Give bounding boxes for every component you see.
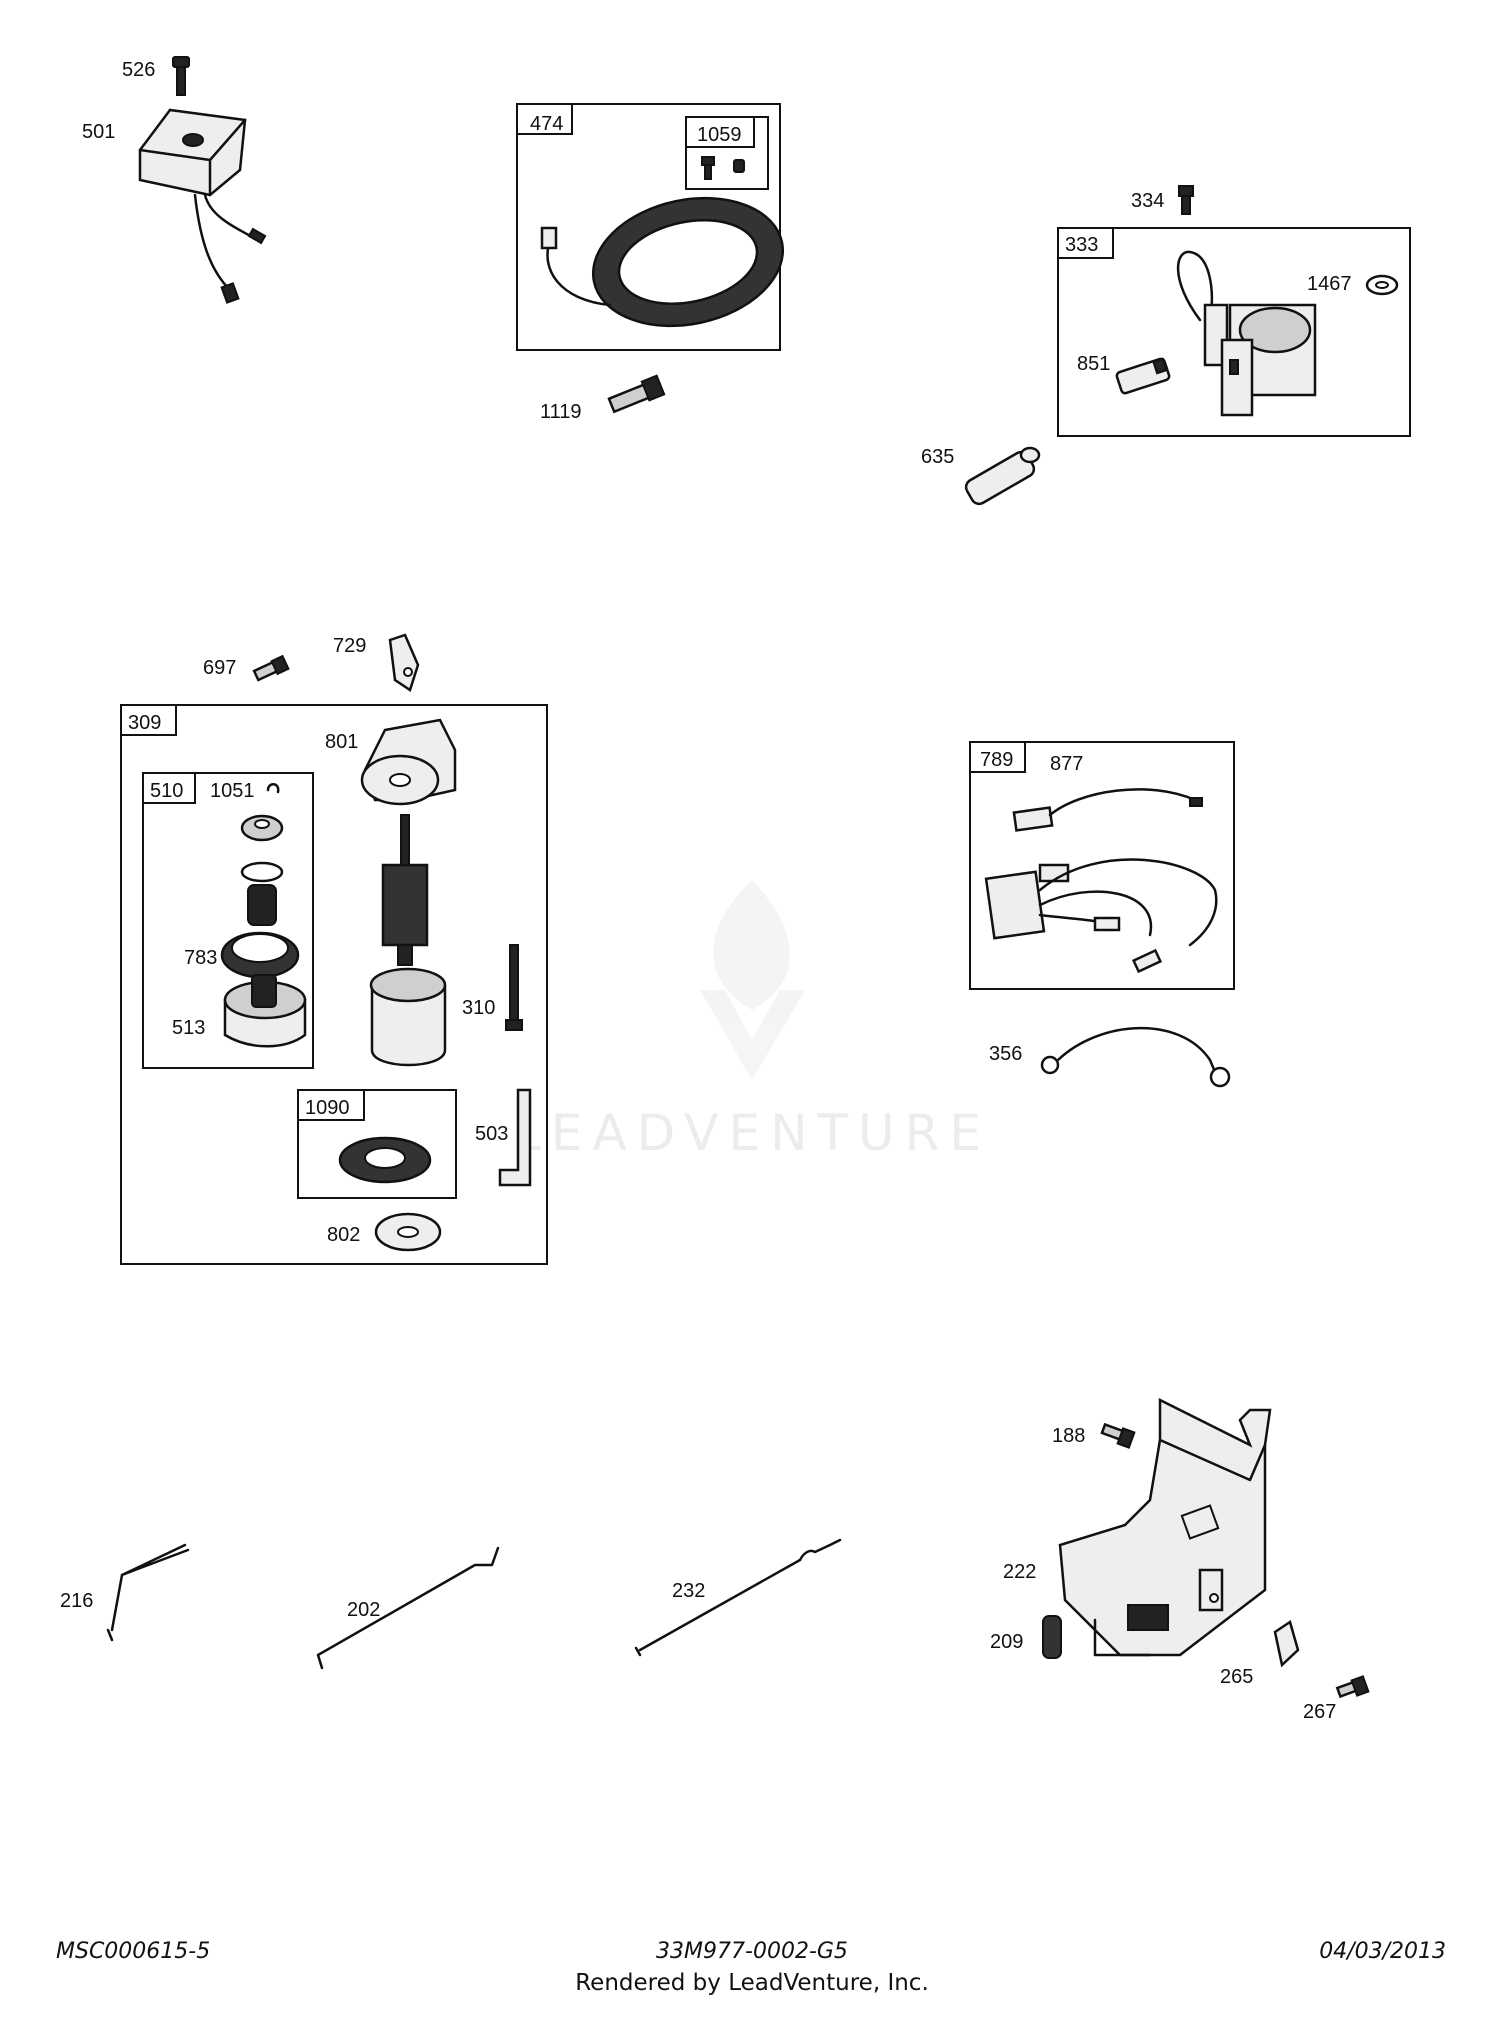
label-513: 513 <box>172 1017 205 1039</box>
label-356: 356 <box>989 1043 1022 1065</box>
footer-left: MSC000615-5 <box>56 1939 210 1964</box>
part-334-screw[interactable] <box>1178 185 1194 215</box>
part-267-screw[interactable] <box>1335 1675 1370 1699</box>
part-216-link[interactable] <box>106 1543 190 1642</box>
part-729-bracket[interactable] <box>388 633 420 692</box>
label-209: 209 <box>990 1631 1023 1653</box>
box-1090 <box>297 1089 457 1199</box>
watermark-text: LEADVENTURE <box>513 1104 991 1162</box>
label-265: 265 <box>1220 1666 1253 1688</box>
label-334: 334 <box>1131 190 1164 212</box>
label-501: 501 <box>82 121 115 143</box>
label-1119: 1119 <box>540 401 582 423</box>
label-510: 510 <box>150 780 183 802</box>
part-851-terminal[interactable] <box>1115 357 1171 395</box>
label-1090: 1090 <box>305 1097 350 1119</box>
label-729: 729 <box>333 635 366 657</box>
box-309-tag <box>120 704 177 736</box>
part-783-pinion-gear[interactable] <box>220 931 300 979</box>
part-501-regulator[interactable] <box>138 108 267 304</box>
part-801-end-cap[interactable] <box>360 718 457 806</box>
label-802: 802 <box>327 1224 360 1246</box>
part-474-stator[interactable] <box>540 181 795 342</box>
part-starter-housing[interactable] <box>369 967 447 1067</box>
watermark-logo <box>700 880 805 1080</box>
part-1051-clip[interactable] <box>266 783 280 794</box>
part-789-harness[interactable] <box>984 858 1218 974</box>
part-356-ground-wire[interactable] <box>1040 1026 1231 1088</box>
part-333-ignition-coil[interactable] <box>1176 250 1317 417</box>
label-635: 635 <box>921 446 954 468</box>
part-1090-brush-assembly[interactable] <box>338 1136 432 1184</box>
part-513-drive-housing[interactable] <box>223 974 307 1048</box>
part-877-wire[interactable] <box>1012 788 1203 832</box>
label-309: 309 <box>128 712 161 734</box>
label-216: 216 <box>60 1590 93 1612</box>
part-1467-washer[interactable] <box>1365 274 1399 296</box>
part-188-screw[interactable] <box>1100 1422 1136 1449</box>
box-474 <box>516 103 781 351</box>
label-851: 851 <box>1077 353 1110 375</box>
box-309 <box>120 704 548 1265</box>
label-1467: 1467 <box>1307 273 1352 295</box>
box-1059-tag <box>685 116 755 148</box>
label-503: 503 <box>475 1123 508 1145</box>
label-789: 789 <box>980 749 1013 771</box>
box-474-tag <box>516 103 573 135</box>
part-526-bolt[interactable] <box>172 56 190 96</box>
part-635-spark-boot[interactable] <box>963 446 1041 507</box>
part-1119-bolt[interactable] <box>607 374 666 414</box>
part-202-rod[interactable] <box>316 1546 500 1670</box>
part-802-plate[interactable] <box>374 1212 442 1252</box>
label-1051: 1051 <box>210 780 255 802</box>
part-222-control-bracket[interactable] <box>1058 1397 1272 1657</box>
label-222: 222 <box>1003 1561 1036 1583</box>
box-333-tag <box>1057 227 1114 259</box>
box-1090-tag <box>297 1089 365 1121</box>
label-188: 188 <box>1052 1425 1085 1447</box>
box-789-tag <box>969 741 1026 773</box>
footer-rendered: Rendered by LeadVenture, Inc. <box>575 1970 929 1996</box>
label-783: 783 <box>184 947 217 969</box>
label-232: 232 <box>672 1580 705 1602</box>
label-267: 267 <box>1303 1701 1336 1723</box>
label-310: 310 <box>462 997 495 1019</box>
box-333 <box>1057 227 1411 437</box>
part-503-wire[interactable] <box>498 1088 532 1187</box>
label-877: 877 <box>1050 753 1083 775</box>
part-209-spring[interactable] <box>1042 1615 1062 1659</box>
label-474: 474 <box>530 113 563 135</box>
part-1059-hardware[interactable] <box>701 156 745 180</box>
part-310-thru-bolt[interactable] <box>505 944 523 1031</box>
label-333: 333 <box>1065 234 1098 256</box>
part-510-drive-kit[interactable] <box>240 814 284 926</box>
label-526: 526 <box>122 59 155 81</box>
label-1059: 1059 <box>697 124 742 146</box>
box-510 <box>142 772 314 1069</box>
box-789 <box>969 741 1235 990</box>
part-697-screw[interactable] <box>252 654 290 682</box>
label-697: 697 <box>203 657 236 679</box>
label-801: 801 <box>325 731 358 753</box>
part-232-spring[interactable] <box>634 1538 842 1657</box>
footer-right: 04/03/2013 <box>1319 1939 1446 1964</box>
part-armature[interactable] <box>381 814 429 966</box>
part-265-clip[interactable] <box>1273 1620 1300 1668</box>
label-202: 202 <box>347 1599 380 1621</box>
box-510-tag <box>142 772 196 804</box>
footer-center: 33M977-0002-G5 <box>656 1939 848 1964</box>
